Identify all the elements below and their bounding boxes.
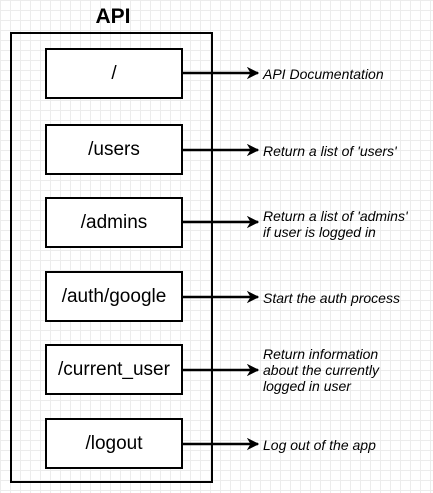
route-root-box: / — [45, 48, 183, 99]
route-admins-description: Return a list of 'admins' if user is log… — [263, 208, 408, 240]
api-container — [10, 32, 213, 483]
diagram-title: API — [95, 5, 131, 28]
route-auth-google-box: /auth/google — [45, 271, 183, 322]
route-current-user-description: Return information about the currently l… — [263, 346, 379, 394]
route-auth-google-description: Start the auth process — [263, 290, 400, 306]
route-logout-description: Log out of the app — [263, 437, 376, 453]
route-current-user-box: /current_user — [45, 344, 183, 395]
route-users-box: /users — [45, 124, 183, 175]
route-root-description: API Documentation — [263, 66, 384, 82]
route-admins-box: /admins — [45, 197, 183, 248]
route-users-description: Return a list of 'users' — [263, 143, 397, 159]
route-logout-box: /logout — [45, 418, 183, 469]
